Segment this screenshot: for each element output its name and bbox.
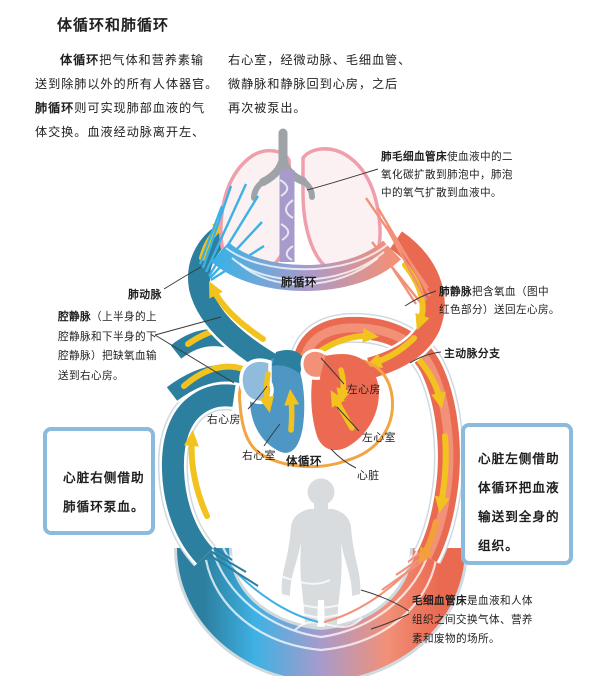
annotation-vena-cava: 腔静脉（上半身的上 腔静脉和下半身的下 腔静脉）把缺氧血输 送到右心房。 bbox=[58, 311, 157, 382]
pointer-heart bbox=[330, 448, 357, 469]
annotation-pulmonary-vein: 肺静脉把含氧血（图中 红色部分）送回左心房。 bbox=[439, 286, 560, 316]
aorta-vessel bbox=[288, 312, 464, 565]
flow-arrow bbox=[316, 327, 379, 355]
pointer-aorta-branch bbox=[409, 351, 442, 364]
flow-arrow bbox=[418, 519, 439, 564]
annotation-lung-capillary: 肺毛细血管床使血液中的二 氧化碳扩散到肺泡中，肺泡 中的氧气扩散到血液中。 bbox=[381, 151, 513, 199]
pointer-lines bbox=[154, 168, 442, 630]
pointer-right-atrium bbox=[247, 385, 268, 410]
pointer-left-atrium bbox=[320, 357, 345, 385]
bottom-capillary-bed bbox=[174, 539, 468, 676]
callout-systemic-pump: 心脏左侧借助 体循环把血液 输送到全身的 组织。 bbox=[461, 423, 573, 565]
flow-arrow bbox=[183, 430, 210, 519]
pointer-left-ventricle bbox=[336, 406, 360, 432]
flow-arrow bbox=[259, 371, 274, 413]
flow-arrow bbox=[208, 280, 266, 342]
label-left-ventricle: 左心室 bbox=[362, 432, 396, 444]
label-systemic-circulation: 体循环 bbox=[286, 456, 322, 468]
pointer-capillary-bed bbox=[360, 589, 410, 630]
vena-cava-vessel bbox=[157, 380, 237, 567]
flow-arrow bbox=[284, 389, 300, 433]
label-left-atrium: 左心房 bbox=[347, 384, 381, 396]
pointer-right-ventricle bbox=[263, 423, 281, 447]
bold-term: 肺循环 bbox=[35, 101, 75, 115]
label-aorta-branch: 主动脉分支 bbox=[444, 348, 501, 360]
label-right-atrium: 右心房 bbox=[207, 414, 241, 426]
pointer-lung-capillary bbox=[306, 168, 379, 191]
heart-illustration bbox=[238, 348, 394, 468]
label-pulmonary-circulation: 肺循环 bbox=[281, 277, 317, 289]
lung-capillary-bed bbox=[198, 170, 432, 305]
flow-arrow bbox=[330, 390, 355, 431]
callout-pulmonary-pump: 心脏右侧借助 肺循环泵血。 bbox=[43, 427, 155, 535]
intro-paragraph-right: 右心室，经微动脉、毛细血管、 微静脉和静脉回到心房，之后 再次被泵出。 bbox=[228, 53, 412, 115]
label-pulmonary-artery: 肺动脉 bbox=[128, 289, 162, 301]
flow-arrow bbox=[434, 433, 450, 513]
label-heart: 心脏 bbox=[357, 470, 380, 482]
bold-term: 体循环 bbox=[60, 53, 100, 67]
page-title: 体循环和肺循环 bbox=[57, 17, 170, 34]
label-right-ventricle: 右心室 bbox=[242, 450, 276, 462]
pointer-pulmonary-artery bbox=[163, 266, 202, 290]
flow-arrow bbox=[365, 335, 417, 368]
intro-paragraph-left: 体循环把气体和营养素输 送到除肺以外的所有人体器官。 肺循环则可实现肺部血液的气… bbox=[35, 53, 219, 139]
annotation-capillary-bed: 毛细血管床是血液和人体 组织之间交换气体、营养 素和废物的场所。 bbox=[412, 595, 533, 645]
pointer-vena-cava bbox=[154, 316, 235, 384]
pointer-pulmonary-vein bbox=[404, 290, 437, 307]
